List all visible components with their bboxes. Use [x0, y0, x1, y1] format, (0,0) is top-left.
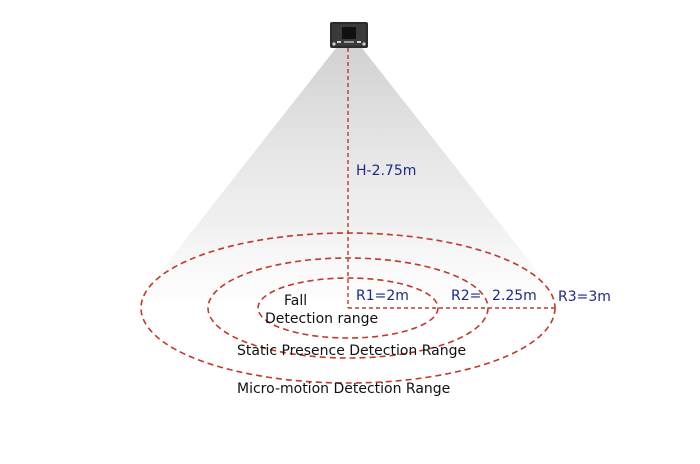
fall-range-label-line1: Fall	[284, 293, 307, 309]
detection-beam-cone	[138, 48, 560, 300]
radar-sensor-module-icon	[330, 22, 368, 48]
r2-prefix-label: R2=	[451, 288, 481, 304]
static-range-label: Static Presence Detection Range	[237, 343, 466, 359]
r1-label: R1=2m	[356, 288, 409, 304]
height-label: H-2.75m	[356, 163, 416, 179]
fall-detection-range-ring	[257, 277, 439, 339]
r3-label: R3=3m	[558, 289, 611, 305]
r2-value-label: 2.25m	[492, 288, 537, 304]
fall-range-label-line2: Detection range	[265, 311, 378, 327]
micro-range-label: Micro-motion Detection Range	[237, 381, 450, 397]
